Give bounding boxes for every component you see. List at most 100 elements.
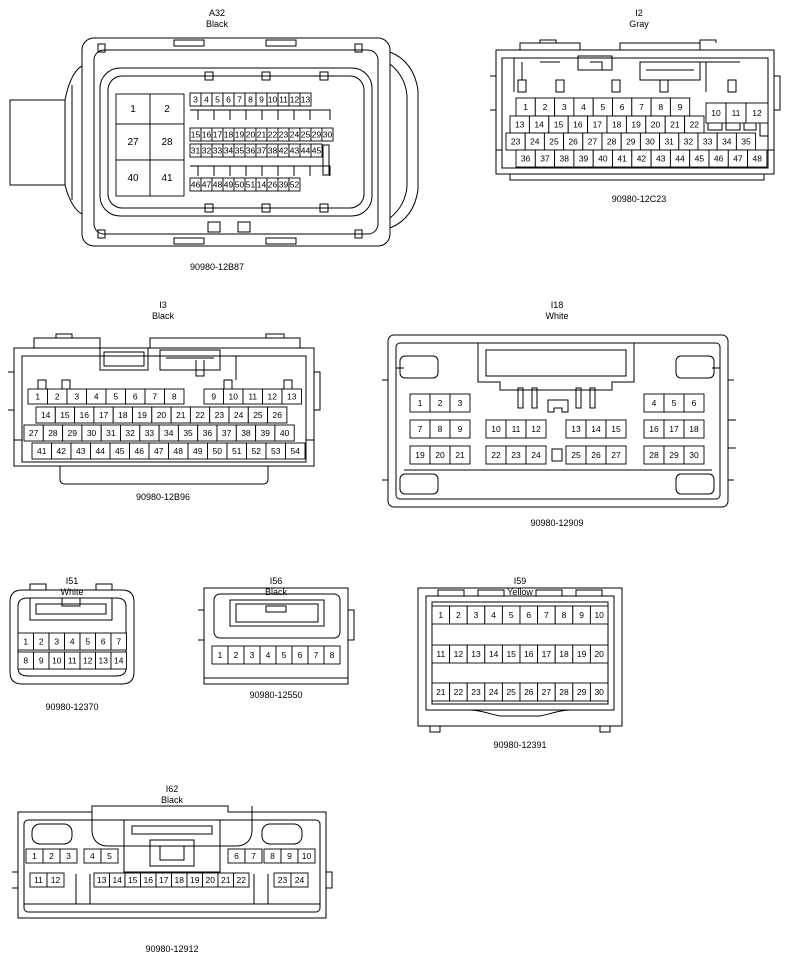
pin-cavity: 19 bbox=[572, 644, 591, 664]
pin-cavity: 15 bbox=[548, 115, 569, 134]
pin-cavity: 17 bbox=[93, 406, 114, 424]
pin-number: 23 bbox=[278, 875, 288, 885]
pin-number: 22 bbox=[690, 120, 700, 130]
pin-number: 41 bbox=[161, 173, 173, 184]
pin-cavity: 22 bbox=[233, 872, 250, 888]
pin-cavity: 2 bbox=[227, 645, 245, 665]
pin-cavity: 24 bbox=[525, 445, 547, 465]
pin-number: 12 bbox=[290, 95, 300, 105]
pin-cavity: 44 bbox=[90, 442, 111, 460]
connector-i2-part-number: 90980-12C23 bbox=[611, 194, 667, 204]
pin-box bbox=[525, 419, 547, 439]
pin-cavity: 23 bbox=[505, 445, 527, 465]
pin-cavity: 19 bbox=[132, 406, 153, 424]
pin-cavity: 28 bbox=[601, 132, 622, 151]
pin-cavity: 25 bbox=[501, 682, 521, 702]
pin-number: 10 bbox=[302, 851, 312, 861]
connector-i59-part-number: 90980-12391 bbox=[493, 740, 547, 750]
pin-cavity: 51 bbox=[244, 177, 257, 192]
pin-box bbox=[747, 149, 768, 168]
pin-number: 9 bbox=[678, 102, 683, 112]
pin-cavity: 15 bbox=[124, 872, 141, 888]
pin-cavity: 1 bbox=[409, 393, 431, 413]
pin-number: 6 bbox=[234, 851, 239, 861]
pin-cavity: 22 bbox=[684, 115, 705, 134]
connector-i51-color: White bbox=[60, 587, 84, 597]
pin-box bbox=[149, 123, 185, 161]
pin-number: 13 bbox=[99, 656, 109, 666]
pin-number: 34 bbox=[722, 137, 732, 147]
pin-cavity: 31 bbox=[100, 424, 121, 442]
pin-cavity: 27 bbox=[582, 132, 603, 151]
pin-number: 9 bbox=[579, 610, 584, 620]
pin-cavity: 7 bbox=[631, 97, 652, 117]
pin-number: 9 bbox=[39, 656, 44, 666]
pin-cavity: 16 bbox=[74, 406, 95, 424]
pin-box bbox=[149, 93, 185, 125]
pin-number: 6 bbox=[133, 392, 138, 402]
pin-cavity: 17 bbox=[587, 115, 608, 134]
pin-cavity: 21 bbox=[255, 127, 268, 142]
pin-number: 24 bbox=[530, 137, 540, 147]
pin-number: 6 bbox=[526, 610, 531, 620]
pin-number: 19 bbox=[415, 450, 425, 460]
pin-number: 26 bbox=[568, 137, 578, 147]
pin-box bbox=[297, 848, 316, 864]
pin-number: 52 bbox=[290, 180, 300, 190]
pin-cavity: 3 bbox=[449, 393, 471, 413]
pin-number: 30 bbox=[594, 687, 604, 697]
pin-number: 8 bbox=[438, 424, 443, 434]
connector-i2-color: Gray bbox=[629, 19, 649, 29]
pin-number: 11 bbox=[732, 108, 741, 118]
pin-number: 15 bbox=[128, 875, 138, 885]
pin-box bbox=[525, 445, 547, 465]
pin-number: 14 bbox=[113, 875, 123, 885]
pin-cavity: 18 bbox=[171, 872, 188, 888]
pin-cavity: 29 bbox=[663, 445, 685, 465]
pin-number: 32 bbox=[202, 146, 212, 156]
pin-cavity: 8 bbox=[323, 645, 341, 665]
pin-cavity: 22 bbox=[449, 682, 468, 702]
pin-number: 8 bbox=[23, 656, 28, 666]
pin-cavity: 41 bbox=[149, 159, 185, 197]
pin-cavity: 26 bbox=[585, 445, 607, 465]
pin-box bbox=[244, 848, 263, 864]
pin-cavity: 9 bbox=[669, 97, 691, 117]
pin-number: 19 bbox=[190, 875, 200, 885]
pin-cavity: 11 bbox=[431, 644, 451, 664]
pin-number: 29 bbox=[68, 428, 78, 438]
connector-i18-color: White bbox=[545, 311, 569, 321]
pin-cavity: 14 bbox=[109, 872, 126, 888]
pin-number: 21 bbox=[221, 875, 231, 885]
pin-cavity: 25 bbox=[565, 445, 587, 465]
pin-cavity: 13 bbox=[93, 872, 110, 888]
pin-number: 32 bbox=[125, 428, 135, 438]
pin-number: 25 bbox=[253, 410, 263, 420]
pin-number: 29 bbox=[669, 450, 679, 460]
pin-number: 17 bbox=[669, 424, 679, 434]
pin-cavity: 17 bbox=[155, 872, 172, 888]
pin-number: 34 bbox=[164, 428, 174, 438]
pin-cavity: 47 bbox=[727, 149, 749, 168]
pin-number: 22 bbox=[454, 687, 464, 697]
pin-cavity: 7 bbox=[244, 848, 263, 864]
pin-cavity: 7 bbox=[233, 92, 246, 107]
pin-number: 18 bbox=[612, 120, 622, 130]
pin-cavity: 13 bbox=[565, 419, 587, 439]
pin-cavity: 25 bbox=[543, 132, 565, 151]
pin-number: 16 bbox=[649, 424, 659, 434]
pin-cavity: 9 bbox=[255, 92, 268, 107]
pin-number: 28 bbox=[607, 137, 617, 147]
pin-cavity: 7 bbox=[537, 605, 556, 625]
connector-i51-part-number: 90980-12370 bbox=[45, 702, 99, 712]
pin-cavity: 25 bbox=[299, 127, 312, 142]
pin-number: 16 bbox=[524, 649, 534, 659]
pin-cavity: 4 bbox=[64, 632, 81, 651]
pin-cavity: 43 bbox=[288, 143, 301, 158]
pin-number: 25 bbox=[571, 450, 581, 460]
pin-number: 46 bbox=[714, 154, 724, 164]
pin-number: 15 bbox=[506, 649, 516, 659]
pin-number: 1 bbox=[23, 637, 28, 647]
pin-cavity: 24 bbox=[288, 127, 301, 142]
pin-number: 28 bbox=[161, 137, 173, 148]
